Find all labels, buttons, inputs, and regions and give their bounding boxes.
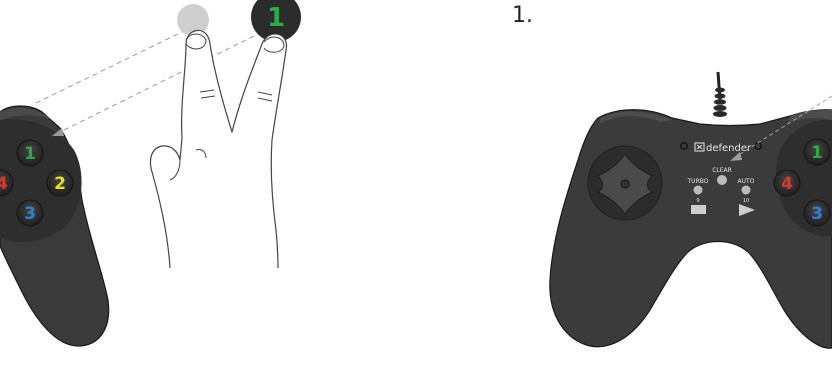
auto-number: 10 [743,198,749,204]
dashed-guide-lines [34,28,270,136]
turbo-label: TURBO [687,178,709,185]
right-gamepad: defender CLEAR TURBO 9 AUTO 10 1 4 3 [550,72,832,348]
hand-illustration: 1 [150,0,301,268]
turbo-button [694,186,703,195]
hand-outline [150,30,286,268]
select-square-button [691,205,706,214]
left-button-4-label: 4 [0,174,8,194]
auto-label: AUTO [738,178,755,185]
right-button-1-label: 1 [811,143,823,163]
auto-button [742,186,751,195]
left-button-1-label: 1 [24,144,36,164]
clear-button [717,175,727,185]
gamepad-cable [713,72,727,117]
turbo-number: 9 [696,198,699,204]
left-button-3-label: 3 [24,204,36,224]
right-button-3-label: 3 [811,204,823,224]
left-button-2-label: 2 [54,174,66,194]
right-button-4-label: 4 [781,174,793,194]
finger-indicator-label: 1 [267,3,285,33]
dpad-center [621,180,629,188]
step-number: 1. [512,3,533,28]
clear-label: CLEAR [712,167,732,174]
left-gamepad: 1 2 3 4 [0,106,109,346]
brand-name: defender [706,143,752,154]
